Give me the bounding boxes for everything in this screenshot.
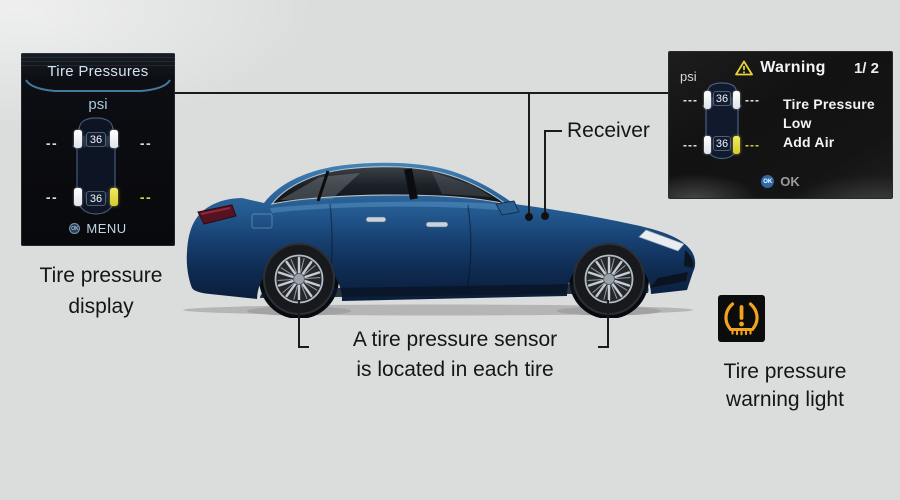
taillight <box>197 204 237 225</box>
front-intake <box>650 272 688 288</box>
rear-pressure-value: 36 <box>713 136 731 151</box>
page-indicator: 1/ 2 <box>853 60 879 77</box>
b-pillar <box>404 168 418 200</box>
ok-button-icon: OK <box>69 223 81 234</box>
pressure-unit-label: psi <box>88 96 108 113</box>
warning-message-line3: Add Air <box>783 134 835 150</box>
caption-line: warning light <box>726 388 844 411</box>
front-pressure-value: 36 <box>86 132 106 147</box>
front-grille <box>684 250 694 268</box>
front-right-tire-indicator <box>733 91 740 109</box>
window-reflection <box>280 173 360 200</box>
tpms-warning-light-icon <box>718 295 765 342</box>
front-left-tire-indicator <box>74 130 82 148</box>
taillight-glow <box>200 207 231 215</box>
rear-left-dash: -- <box>45 189 59 205</box>
ok-row: OK OK <box>668 174 893 189</box>
rear-left-tire-indicator <box>74 188 82 206</box>
car-windows <box>270 166 507 205</box>
warning-header: Warning <box>668 59 893 77</box>
rear-right-tire-indicator-low <box>733 136 740 154</box>
car-side-view-illustration <box>183 162 696 318</box>
front-left-dash: --- <box>683 93 698 107</box>
caption-line: Tire pressure <box>723 360 847 383</box>
caption-line: Tire pressure <box>39 264 163 287</box>
rear-left-tire-indicator <box>704 136 711 154</box>
caption-line: is located in each tire <box>356 358 554 381</box>
display-title: Tire Pressures <box>47 63 149 80</box>
c-pillar-seam <box>316 170 330 202</box>
window-reflection-2 <box>432 172 492 197</box>
tire-pressure-display-caption: Tire pressure display <box>4 260 198 322</box>
rear-pressure-value: 36 <box>86 191 106 206</box>
menu-label: MENU <box>86 221 127 236</box>
warning-display-screen: Warning 1/ 2 psi 36 36 --- --- --- --- T… <box>668 51 893 199</box>
rear-wheel <box>263 243 335 315</box>
front-right-dash: --- <box>745 93 760 107</box>
pressure-unit-label: psi <box>680 69 697 84</box>
warning-title: Warning <box>760 59 826 76</box>
rear-right-dash-low: --- <box>745 138 760 152</box>
receiver-label: Receiver <box>567 119 650 142</box>
warning-message-line2: Low <box>783 115 812 131</box>
rear-right-dash-low: -- <box>139 189 153 205</box>
caption-line: display <box>68 295 134 318</box>
front-left-dash: -- <box>45 135 59 151</box>
body-highlight <box>270 201 514 213</box>
caption-line: A tire pressure sensor <box>352 328 558 351</box>
warning-message-line1: Tire Pressure <box>783 96 875 112</box>
ok-button-icon: OK <box>761 175 775 188</box>
headlight <box>638 229 685 252</box>
front-pressure-value: 36 <box>713 91 731 106</box>
rear-left-dash: --- <box>683 138 698 152</box>
menu-row: OK MENU <box>21 221 175 236</box>
tire-pressure-display-screen: Tire Pressures psi 36 36 -- -- -- -- OK <box>21 53 175 246</box>
rocker-panel <box>260 282 649 298</box>
tire-sensor-caption: A tire pressure sensor is located in eac… <box>300 325 610 385</box>
front-door-handle <box>425 221 449 228</box>
front-wheel <box>573 243 645 315</box>
vehicle-top-view: 36 36 <box>702 82 742 160</box>
front-door-seam <box>465 204 472 294</box>
warning-triangle-icon <box>735 60 754 76</box>
rear-door-handle <box>365 216 387 223</box>
fuel-door <box>251 213 273 229</box>
ok-label: OK <box>780 174 800 189</box>
side-mirror <box>495 200 520 216</box>
front-left-tire-indicator <box>704 91 711 109</box>
front-right-tire-indicator <box>110 130 118 148</box>
vehicle-top-view: 36 36 <box>72 117 120 216</box>
warning-message: Tire Pressure Low Add Air <box>783 95 875 152</box>
front-right-dash: -- <box>139 135 153 151</box>
warning-light-caption: Tire pressure warning light <box>683 358 887 414</box>
rear-right-tire-indicator-low <box>110 188 118 206</box>
title-underline-curve <box>25 79 171 92</box>
